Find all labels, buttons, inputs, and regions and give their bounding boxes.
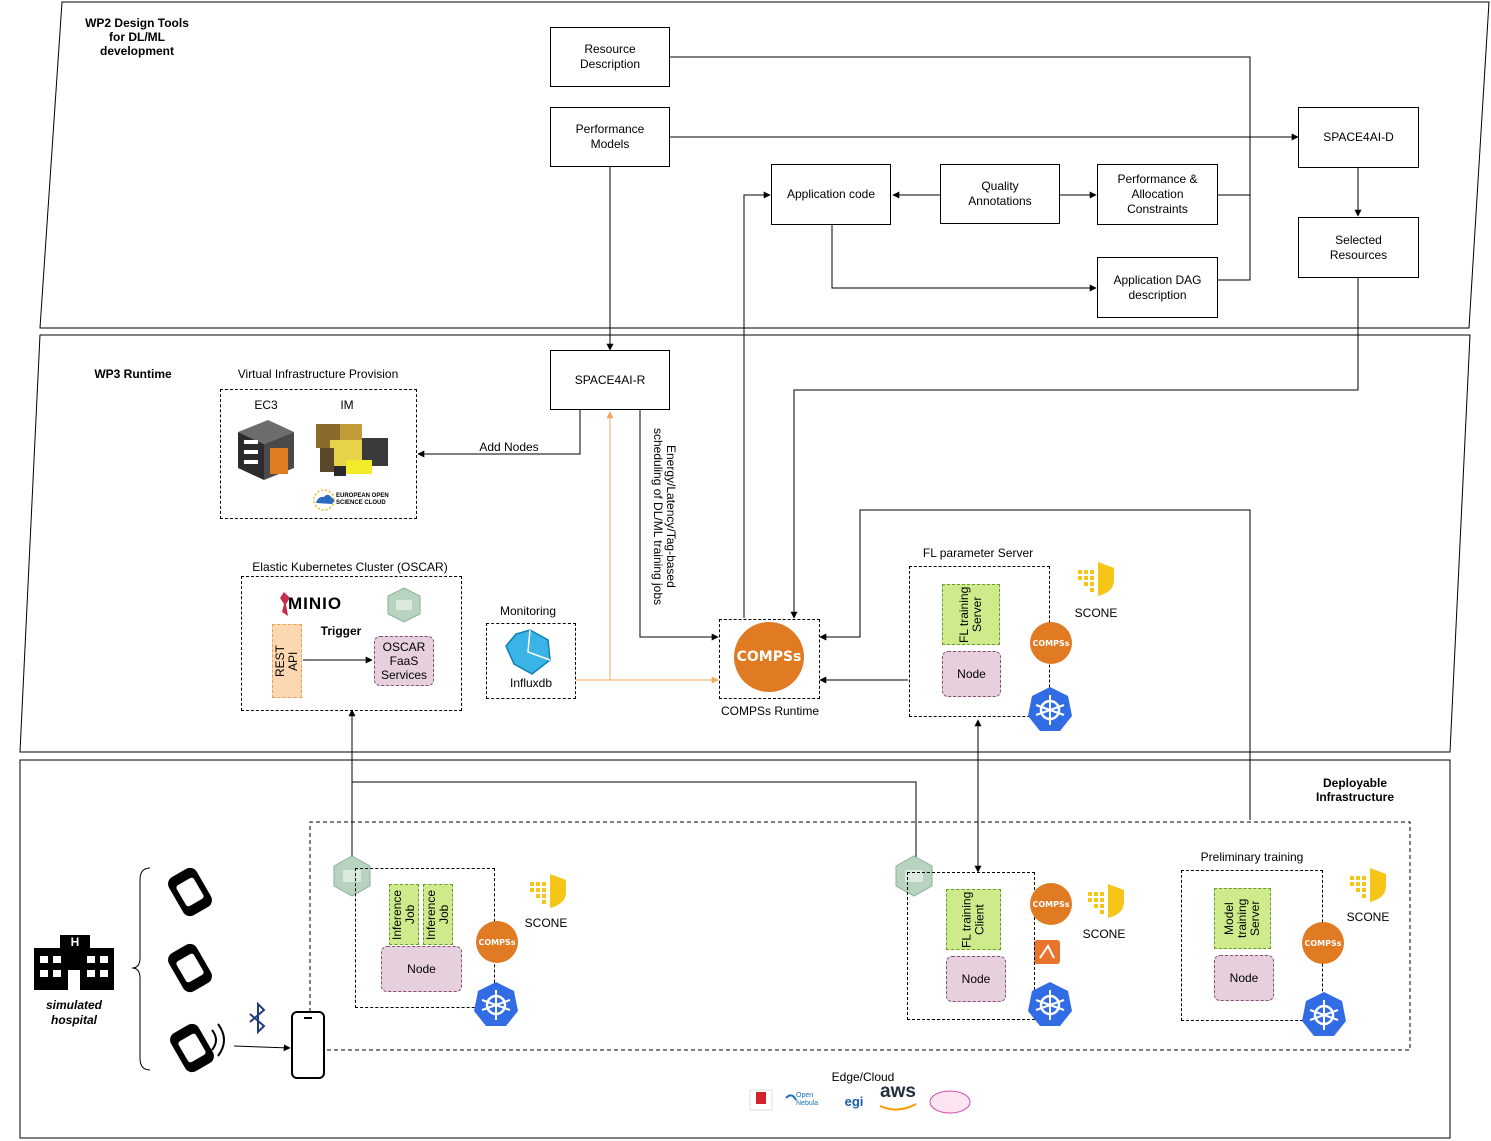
application-dag-box: Application DAG description [1097,257,1218,318]
space4ai-d-box: SPACE4AI-D [1298,107,1419,168]
opennebula-logo-text: Open Nebula [796,1092,819,1107]
preliminary-training-title: Preliminary training [1200,850,1304,864]
inference-node: Node [381,946,462,992]
lambda-icon [1034,940,1060,964]
space4ai-r-box: SPACE4AI-R [550,350,670,410]
fl-client-compss-logo: COMPSs [1030,883,1072,925]
ec3-logo [238,420,294,480]
influxdb-label: Influxdb [509,676,553,690]
fl-training-server-label: FL training Server [957,586,984,643]
minio-logo-mark [280,592,290,616]
resource-description-box: Resource Description [550,27,670,87]
compss-runtime-label: COMPSs Runtime [720,704,820,718]
device-bracket [131,867,151,1071]
kubernetes-icon [1028,687,1072,731]
aws-logo-text: aws [880,1081,916,1102]
wp2-connectors [606,56,1362,351]
scone-shield-icon [1078,562,1114,596]
fl-training-server-box [942,584,1000,645]
preliminary-compss-logo: COMPSs [1302,922,1344,964]
preliminary-node: Node [1214,955,1274,1001]
trigger-label: Trigger [320,624,362,638]
scheduling-label: Energy/Latency/Tag-based scheduling of D… [651,427,678,605]
inference-job-label-2: Inference Job [424,889,451,940]
edge-cloud-label: Edge/Cloud [831,1070,895,1084]
edge-cloud-frame [309,821,1411,1051]
wp3-layer-title: WP3 Runtime [94,367,172,381]
fl-training-client-label: FL training Client [959,891,987,948]
smartwatch-icon [168,867,212,917]
wireless-signal-icon [211,1023,225,1057]
vip-title: Virtual Infrastructure Provision [237,367,399,381]
vip-container [220,389,417,519]
hospital-label: simulated hospital [45,998,102,1027]
oscar-faas-box: OSCAR FaaS Services [374,636,434,686]
inference-compss-logo: COMPSs [476,921,518,963]
rest-api-box: REST API [272,624,302,698]
scone-shield-icon [1350,868,1386,902]
fl-client-node: Node [946,956,1006,1002]
scone-shield-icon [1088,884,1124,918]
im-label: IM [340,398,354,412]
preliminary-scone-label: SCONE [1346,910,1390,924]
quality-annotations-box: Quality Annotations [940,164,1060,224]
eks-title: Elastic Kubernetes Cluster (OSCAR) [252,560,448,574]
egi-logo-text: egi [844,1094,864,1109]
smartwatch-icon [168,943,212,993]
eosc-logo [313,489,335,511]
model-training-server-box [1214,888,1271,949]
oscar-icon [333,855,371,897]
hospital-sign: H [70,935,80,949]
fl-training-client-box [946,889,1001,950]
fl-server-scone-label: SCONE [1074,606,1118,620]
monitoring-container [486,623,576,699]
smartwatch-signal-icon [170,1023,214,1073]
add-nodes-label: Add Nodes [479,440,539,454]
wp3-layer [19,334,1471,753]
wp3-connectors [233,191,1359,1052]
monitoring-connectors [576,411,719,684]
selected-resources-box: Selected Resources [1298,217,1419,278]
fl-param-server-title: FL parameter Server [922,546,1034,560]
ec3-label: EC3 [254,398,278,412]
fl-server-compss-logo: COMPSs [1030,622,1072,664]
cloud-provider-logos [749,1089,971,1114]
perf-alloc-constraints-box: Performance & Allocation Constraints [1097,164,1218,225]
compss-container [719,619,820,699]
wp2-layer [39,1,1490,329]
inference-job-label-1: Inference Job [390,889,417,940]
eosc-label: EUROPEAN OPEN SCIENCE CLOUD [336,493,389,506]
application-code-box: Application code [771,164,891,225]
scone-shield-icon [530,874,566,908]
hospital-icon [34,935,114,990]
inference-scone-label: SCONE [524,916,568,930]
kubernetes-icon [1028,982,1072,1026]
fl-client-scone-label: SCONE [1082,927,1126,941]
inference-job-box-2 [423,884,453,945]
inference-job-box-1 [389,884,419,945]
kubernetes-icon [1302,992,1346,1036]
eks-container [241,576,462,711]
model-training-server-label: Model training Server [1222,898,1262,939]
im-logo [316,424,388,476]
fl-client-container [907,872,1035,1020]
deployable-layer-title: Deployable Infrastructure [1315,776,1395,804]
deploy-layer [19,759,1451,1139]
performance-models-box: Performance Models [550,107,670,167]
oscar-icon [387,587,421,623]
kubernetes-icon [474,982,518,1026]
oscar-icon [895,855,933,897]
bluetooth-icon [249,1001,266,1035]
compss-runtime-logo: COMPSs [734,622,804,692]
minio-label: MINIO [288,594,343,613]
monitoring-label: Monitoring [499,604,557,618]
smartphone-icon [291,1011,325,1079]
influxdb-logo [505,629,551,675]
fl-server-node: Node [942,651,1001,697]
wp2-layer-title: WP2 Design Tools for DL/ML development [85,16,189,58]
